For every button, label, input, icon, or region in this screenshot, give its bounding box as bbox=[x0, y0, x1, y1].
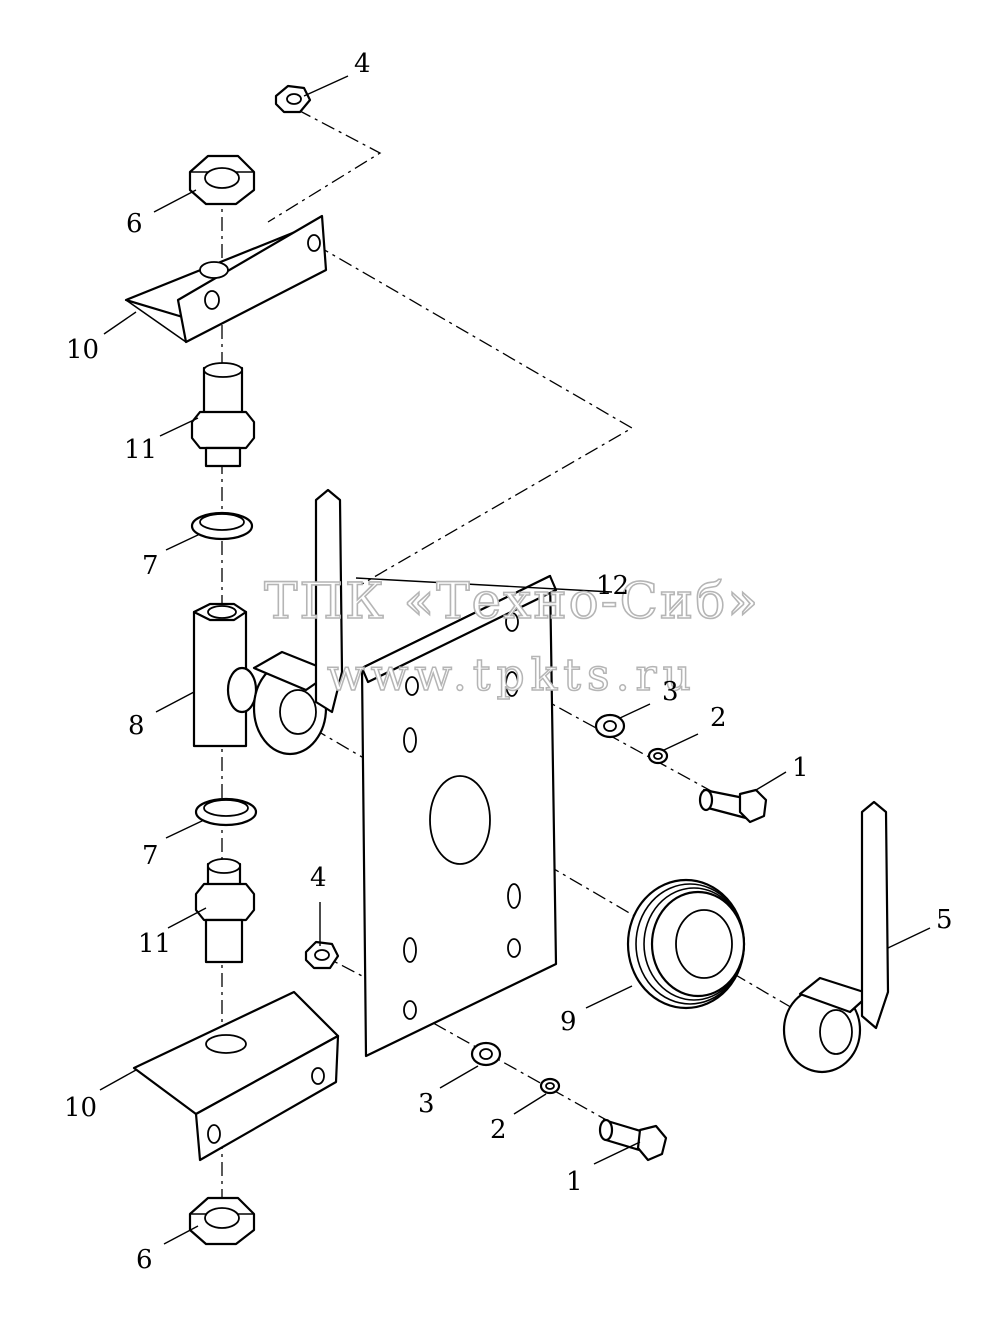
part-5-lever bbox=[782, 800, 890, 1074]
part-6-hex-nut-top bbox=[188, 154, 256, 206]
callout-6-bottom: 6 bbox=[136, 1245, 153, 1275]
callout-7-top: 7 bbox=[142, 551, 159, 581]
part-11-fitting-top bbox=[190, 362, 256, 468]
part-11-fitting-bottom bbox=[194, 858, 256, 964]
part-3-washer-right bbox=[594, 713, 626, 739]
part-1-bolt-right bbox=[698, 788, 768, 824]
part-4-small-nut-mid bbox=[304, 940, 340, 970]
callout-12: 12 bbox=[596, 571, 629, 601]
callout-4-top: 4 bbox=[354, 49, 371, 79]
callout-9: 9 bbox=[560, 1007, 577, 1037]
part-2-lock-washer-bottom bbox=[539, 1077, 561, 1095]
part-10-angle-bracket-top bbox=[124, 214, 328, 344]
callout-4-mid: 4 bbox=[310, 863, 327, 893]
callout-10-top: 10 bbox=[66, 335, 99, 365]
part-3-washer-bottom bbox=[470, 1041, 502, 1067]
callout-2-right: 2 bbox=[710, 703, 727, 733]
callout-8: 8 bbox=[128, 711, 145, 741]
watermark-website: www.tpkts.ru bbox=[327, 650, 697, 701]
part-4-small-nut-top bbox=[274, 84, 312, 114]
part-10-angle-bracket-bottom bbox=[132, 990, 340, 1162]
part-2-lock-washer-right bbox=[647, 747, 669, 765]
callout-11-bottom: 11 bbox=[138, 929, 171, 959]
part-7-washer-top bbox=[190, 511, 254, 541]
callout-3-bottom: 3 bbox=[418, 1089, 435, 1119]
callout-1-right: 1 bbox=[792, 753, 809, 783]
callout-3-right: 3 bbox=[662, 677, 679, 707]
leader-lines bbox=[99, 75, 931, 1245]
callout-10-bottom: 10 bbox=[64, 1093, 97, 1123]
callout-5: 5 bbox=[936, 905, 953, 935]
watermark: ТПК «Техно-Сиб» www.tpkts.ru bbox=[263, 571, 760, 702]
part-12-mounting-plate bbox=[360, 574, 558, 1058]
part-7-washer-bottom bbox=[194, 797, 258, 827]
part-8-valve-body bbox=[192, 488, 344, 756]
callout-2-bottom: 2 bbox=[490, 1115, 507, 1145]
watermark-company-name: ТПК «Техно-Сиб» bbox=[264, 572, 760, 630]
callout-11-top: 11 bbox=[124, 435, 157, 465]
part-1-bolt-bottom bbox=[598, 1118, 668, 1162]
callout-7-bottom: 7 bbox=[142, 841, 159, 871]
callout-numbers: 4 6 10 11 7 12 8 3 2 1 7 5 4 11 9 10 3 2… bbox=[64, 49, 953, 1275]
callout-6-top: 6 bbox=[126, 209, 143, 239]
part-9-grooved-ring bbox=[626, 878, 746, 1010]
part-6-hex-nut-bottom bbox=[188, 1196, 256, 1246]
callout-1-bottom: 1 bbox=[566, 1167, 583, 1197]
